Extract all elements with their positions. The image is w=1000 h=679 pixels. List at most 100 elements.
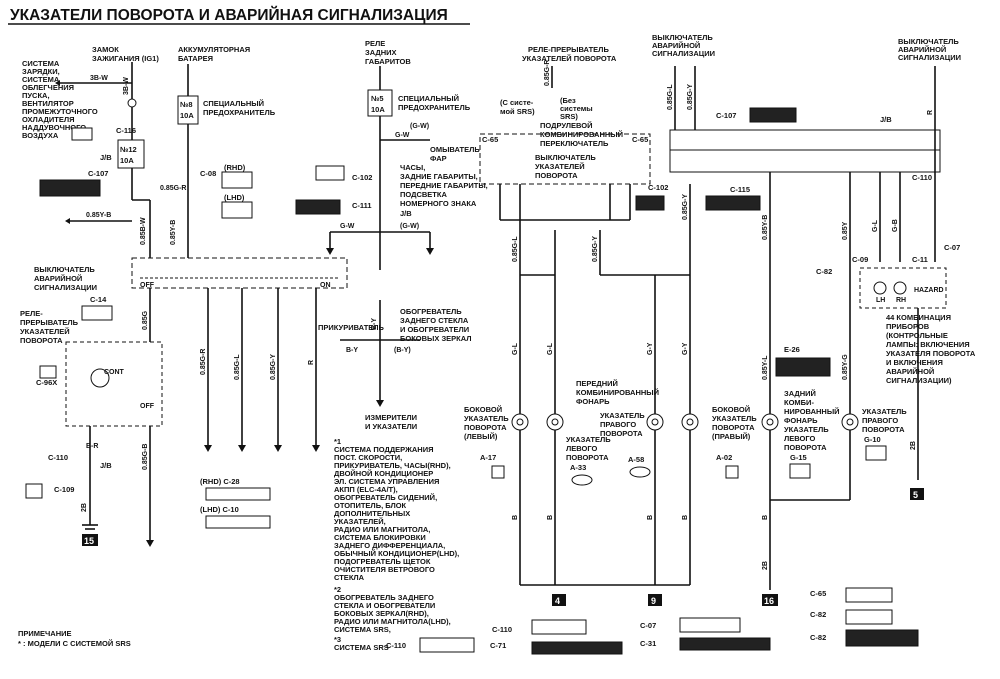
c109-label: C-109 xyxy=(54,485,74,494)
wire-gl-1: G-L xyxy=(512,342,519,355)
wire-085gy: 0.85G-Y xyxy=(270,354,277,380)
footnote-line: СТЕКЛА xyxy=(334,573,365,582)
wire-gb-3: G-B xyxy=(892,219,899,232)
wire-br: B-R xyxy=(86,443,98,450)
wire-gw2: (G-W) xyxy=(410,123,429,130)
relay-rear-3: ГАБАРИТОВ xyxy=(365,57,411,66)
instrument-line: (КОНТРОЛЬНЫЕ xyxy=(886,331,948,340)
hazard-off-label: OFF xyxy=(140,282,155,289)
footnote-line: ОТОПИТЕЛЬ, БЛОК xyxy=(334,501,407,510)
left-ind-1: УКАЗАТЕЛЬ xyxy=(566,435,611,444)
hazard-sw-label-3: СИГНАЛИЗАЦИИ xyxy=(34,283,97,292)
c102-label: C-102 xyxy=(352,173,372,182)
wire-085yb: 0.85Y-B xyxy=(86,212,111,219)
side-right-4: (ПРАВЫЙ) xyxy=(712,432,751,441)
clock-label-2: ЗАДНИЕ ГАБАРИТЫ, xyxy=(400,172,478,181)
footnote-2: *2 ОБОГРЕВАТЕЛЬ ЗАДНЕГО СТЕКЛА И ОБОГРЕВ… xyxy=(334,585,451,634)
c28-label: (RHD) C-28 xyxy=(200,477,240,486)
wire-gy-1: G-Y xyxy=(647,342,654,355)
c110-bottom-2: C-110 xyxy=(386,641,406,650)
wire-2b: 2B xyxy=(81,503,88,512)
turn-sw-2: УКАЗАТЕЛЕЙ xyxy=(535,162,585,171)
ground-16: 16 xyxy=(764,596,774,606)
side-left-4: (ЛЕВЫЙ) xyxy=(464,432,498,441)
meters-label-1: ИЗМЕРИТЕЛИ xyxy=(365,413,417,422)
wire-gl-2: G-L xyxy=(547,342,554,355)
ground-5: 5 xyxy=(913,490,918,500)
footnote-line: РАДИО ИЛИ МАГНИТОЛА(LHD), xyxy=(334,617,451,626)
wire-085gr3: 0.85G-R xyxy=(544,60,551,86)
c08-rhd: (RHD) xyxy=(224,163,246,172)
relay-label-3: УКАЗАТЕЛЕЙ xyxy=(20,327,70,336)
footnote-line: СИСТЕМА БЛОКИРОВКИ xyxy=(334,533,426,542)
ignition-label-1: ЗАМОК xyxy=(92,45,119,54)
clock-label-5: НОМЕРНОГО ЗНАКА xyxy=(400,199,477,208)
hazard-switch-box xyxy=(131,257,348,289)
srs-without-1: (Без xyxy=(560,96,576,105)
combo-sw-1: ПОДРУЛЕВОЙ xyxy=(540,121,592,130)
defog-label-4: БОКОВЫХ ЗЕРКАЛ xyxy=(400,334,472,343)
left-ind-2: ЛЕВОГО xyxy=(566,444,597,453)
side-turn-right-lamp xyxy=(681,413,699,431)
c07-bottom: C-07 xyxy=(640,621,656,630)
wire-3bw-a: 3B-W xyxy=(90,75,108,82)
wire-085gl2: 0.85G-L xyxy=(512,236,519,262)
turn-sw-1: ВЫКЛЮЧАТЕЛЬ xyxy=(535,153,596,162)
a58-label: A-58 xyxy=(628,455,644,464)
page-title: УКАЗАТЕЛИ ПОВОРОТА И АВАРИЙНАЯ СИГНАЛИЗА… xyxy=(10,6,448,24)
wire-b-3: B xyxy=(647,515,654,520)
rear-turn-right-lamp xyxy=(841,413,859,431)
left-list-item: ВЕНТИЛЯТОР xyxy=(22,99,74,108)
wire-085y: 0.85Y xyxy=(842,221,849,240)
relay-off: OFF xyxy=(140,403,155,410)
jb-box xyxy=(669,129,941,173)
front-combo-2: КОМБИНИРОВАННЫЙ xyxy=(576,388,659,397)
left-ind-3: ПОВОРОТА xyxy=(566,453,609,462)
c116-label: C-116 xyxy=(116,126,136,135)
rear-combo-4: ФОНАРЬ xyxy=(784,416,818,425)
hazard-sw-label-1: ВЫКЛЮЧАТЕЛЬ xyxy=(34,265,95,274)
clock-label-3: ПЕРЕДНИЕ ГАБАРИТЫ, xyxy=(400,181,488,190)
c115-label: C-115 xyxy=(730,185,750,194)
instrument-label: 44 КОМБИНАЦИЯ ПРИБОРОВ (КОНТРОЛЬНЫЕ ЛАМП… xyxy=(886,313,976,385)
fuse-12-amp: 10A xyxy=(120,156,134,165)
side-right-1: БОКОВОЙ xyxy=(712,405,750,414)
hazard-on-label: ON xyxy=(320,282,331,289)
flasher-top-1: РЕЛЕ-ПРЕРЫВАТЕЛЬ xyxy=(528,45,609,54)
combo-switch-box xyxy=(479,133,651,185)
right-ind-2: ПРАВОГО xyxy=(600,420,636,429)
relay-cont: CONT xyxy=(104,369,125,376)
srs-without-3: SRS) xyxy=(560,112,578,121)
front-turn-left-lamp xyxy=(546,413,564,431)
front-turn-right-lamp xyxy=(646,413,664,431)
wire-085gb: 0.85G-B xyxy=(142,444,149,470)
battery-label-2: БАТАРЕЯ xyxy=(178,54,213,63)
relay-label-1: РЕЛЕ- xyxy=(20,309,43,318)
wire-085gl-top: 0.85G-L xyxy=(667,84,674,110)
c107-label-2: C-107 xyxy=(716,111,736,120)
hazard2-top-1: ВЫКЛЮЧАТЕЛЬ xyxy=(898,37,959,46)
wire-085gy-3: 0.85G-Y xyxy=(682,194,689,220)
footnote-line: ПОДОГРЕВАТЕЛЬ ЩЕТОК xyxy=(334,557,431,566)
footnote-line: СИСТЕМА SRS xyxy=(334,643,389,652)
footnote-line: ОЧИСТИТЕЛЯ ВЕТРОВОГО xyxy=(334,565,435,574)
wire-gw: G-W xyxy=(395,132,410,139)
left-list-item: ОХЛАДИТЕЛЯ xyxy=(22,115,74,124)
instrument-line: И ВКЛЮЧЕНИЯ xyxy=(886,358,943,367)
side-left-2: УКАЗАТЕЛЬ xyxy=(464,414,509,423)
hazard-top-2: АВАРИЙНОЙ xyxy=(652,41,700,50)
rear-turn-left-lamp xyxy=(761,413,779,431)
c65-label-2: C-65 xyxy=(632,135,648,144)
instrument-line: СИГНАЛИЗАЦИИ) xyxy=(886,376,952,385)
fuse-5 xyxy=(367,89,393,117)
footnote-line: ПОСТ. СКОРОСТИ, xyxy=(334,453,402,462)
footnote-3: *3 СИСТЕМА SRS xyxy=(334,635,389,652)
footnote-line: ОБОГРЕВАТЕЛЬ ЗАДНЕГО xyxy=(334,593,434,602)
a17-label: A-17 xyxy=(480,453,496,462)
wire-085gl: 0.85G-L xyxy=(234,354,241,380)
wire-gy-2: G-Y xyxy=(682,342,689,355)
wire-085bw: 0.85B-W xyxy=(140,217,147,245)
fuse-8-label-1: СПЕЦИАЛЬНЫЙ xyxy=(203,99,264,108)
jb-label-2: J/B xyxy=(100,461,112,470)
